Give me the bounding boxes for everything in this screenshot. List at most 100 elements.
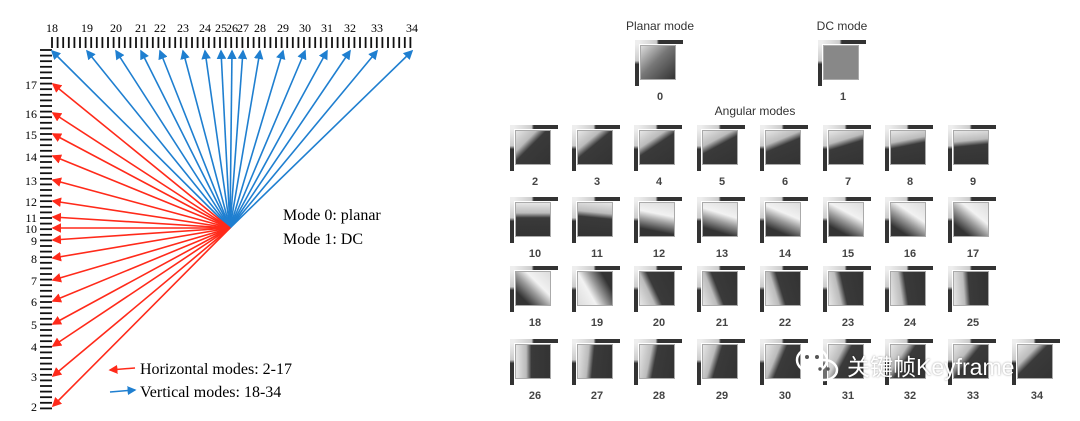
horizontal-mode-arrow (51, 227, 231, 378)
prediction-block (828, 344, 864, 379)
top-mode-label: 19 (81, 21, 93, 35)
mode-number-label: 31 (841, 390, 855, 402)
prediction-block (828, 202, 864, 237)
angular-mode-tile-15 (823, 197, 871, 243)
mode-number-label: 29 (715, 390, 729, 402)
angular-mode-tile-18 (510, 266, 558, 312)
left-mode-label: 13 (25, 174, 37, 188)
top-mode-label: 22 (154, 21, 166, 35)
mode-number-label: 1 (839, 91, 847, 103)
angular-mode-tile-11 (572, 197, 620, 243)
prediction-block (765, 130, 801, 165)
prediction-block (702, 344, 738, 379)
mode-number-label: 20 (652, 317, 666, 329)
mode-number-label: 24 (903, 317, 917, 329)
horizontal-mode-arrow (51, 154, 231, 229)
vertical-mode-arrow (158, 49, 231, 229)
vertical-mode-arrow (115, 49, 231, 229)
angular-mode-tile-16 (885, 197, 933, 243)
mode-number-label: 27 (590, 390, 604, 402)
left-mode-label: 16 (25, 107, 37, 121)
left-mode-label: 2 (31, 400, 37, 414)
mode-number-label: 33 (966, 390, 980, 402)
horizontal-mode-arrow (51, 212, 231, 229)
left-mode-label: 3 (31, 370, 37, 384)
prediction-block (577, 271, 613, 306)
mode-number-label: 6 (781, 176, 789, 188)
angular-mode-tile-23 (823, 266, 871, 312)
top-mode-label: 28 (254, 21, 266, 35)
top-mode-label: 27 (237, 21, 249, 35)
prediction-block (823, 45, 859, 80)
angular-mode-tile-33 (948, 339, 996, 385)
mode1-text: Mode 1: DC (283, 231, 363, 248)
horizontal-mode-arrow (51, 227, 231, 303)
angular-mode-tile-21 (697, 266, 745, 312)
prediction-block (1017, 344, 1053, 379)
vertical-mode-arrow (229, 49, 248, 229)
mode-number-label: 30 (778, 390, 792, 402)
angular-mode-tile-28 (634, 339, 682, 385)
prediction-block (953, 271, 989, 306)
left-mode-label: 4 (31, 340, 37, 354)
angular-mode-tile-12 (634, 197, 682, 243)
top-mode-label: 32 (344, 21, 356, 35)
prediction-block (515, 202, 551, 237)
legend-blue-arrow (109, 386, 137, 396)
mode-number-label: 14 (778, 248, 792, 260)
angular-mode-tile-8 (885, 125, 933, 171)
mode-number-label: 15 (841, 248, 855, 260)
angular-mode-tile-5 (697, 125, 745, 171)
mode-number-label: 17 (966, 248, 980, 260)
left-mode-label: 14 (25, 150, 37, 164)
prediction-block (953, 130, 989, 165)
vertical-mode-arrow (216, 49, 231, 229)
mode-number-label: 4 (655, 176, 663, 188)
top-mode-label: 25 (215, 21, 227, 35)
prediction-block (765, 344, 801, 379)
vertical-mode-arrow (201, 49, 231, 229)
mode-number-label: 9 (969, 176, 977, 188)
prediction-block (640, 45, 676, 80)
prediction-block (765, 271, 801, 306)
top-mode-label: 34 (406, 21, 418, 35)
prediction-block (702, 271, 738, 306)
angular-mode-tile-32 (885, 339, 933, 385)
angular-mode-tile-9 (948, 125, 996, 171)
prediction-block (890, 202, 926, 237)
left-mode-label: 12 (25, 195, 37, 209)
mode-number-label: 22 (778, 317, 792, 329)
angular-mode-tile-13 (697, 197, 745, 243)
top-mode-label: 20 (110, 21, 122, 35)
top-mode-label: 29 (277, 21, 289, 35)
angular-mode-tile-14 (760, 197, 808, 243)
angular-mode-tile-30 (760, 339, 808, 385)
mode-number-label: 23 (841, 317, 855, 329)
left-mode-label: 15 (25, 128, 37, 142)
left-mode-label: 6 (31, 295, 37, 309)
angular-mode-tile-19 (572, 266, 620, 312)
mode-number-label: 21 (715, 317, 729, 329)
mode-number-label: 25 (966, 317, 980, 329)
vertical-mode-arrow (229, 49, 264, 229)
horizontal-mode-arrow (51, 133, 231, 229)
angular-mode-tile-6 (760, 125, 808, 171)
prediction-block (765, 202, 801, 237)
planar-mode-title: Planar mode (625, 19, 695, 33)
mode-number-label: 11 (591, 248, 603, 260)
mode-number-label: 8 (906, 176, 914, 188)
angular-mode-tile-2 (510, 125, 558, 171)
angular-mode-tile-27 (572, 339, 620, 385)
vertical-mode-arrow (229, 49, 414, 229)
mode-number-label: 7 (844, 176, 852, 188)
prediction-block (828, 130, 864, 165)
vertical-mode-arrow (229, 49, 286, 229)
legend-vertical: Vertical modes: 18-34 (140, 384, 282, 401)
horizontal-mode-arrow (51, 227, 231, 347)
angular-modes-title: Angular modes (714, 104, 796, 118)
prediction-block (639, 202, 675, 237)
mode-number-label: 19 (590, 317, 604, 329)
prediction-block (515, 271, 551, 306)
mode-number-label: 2 (531, 176, 539, 188)
